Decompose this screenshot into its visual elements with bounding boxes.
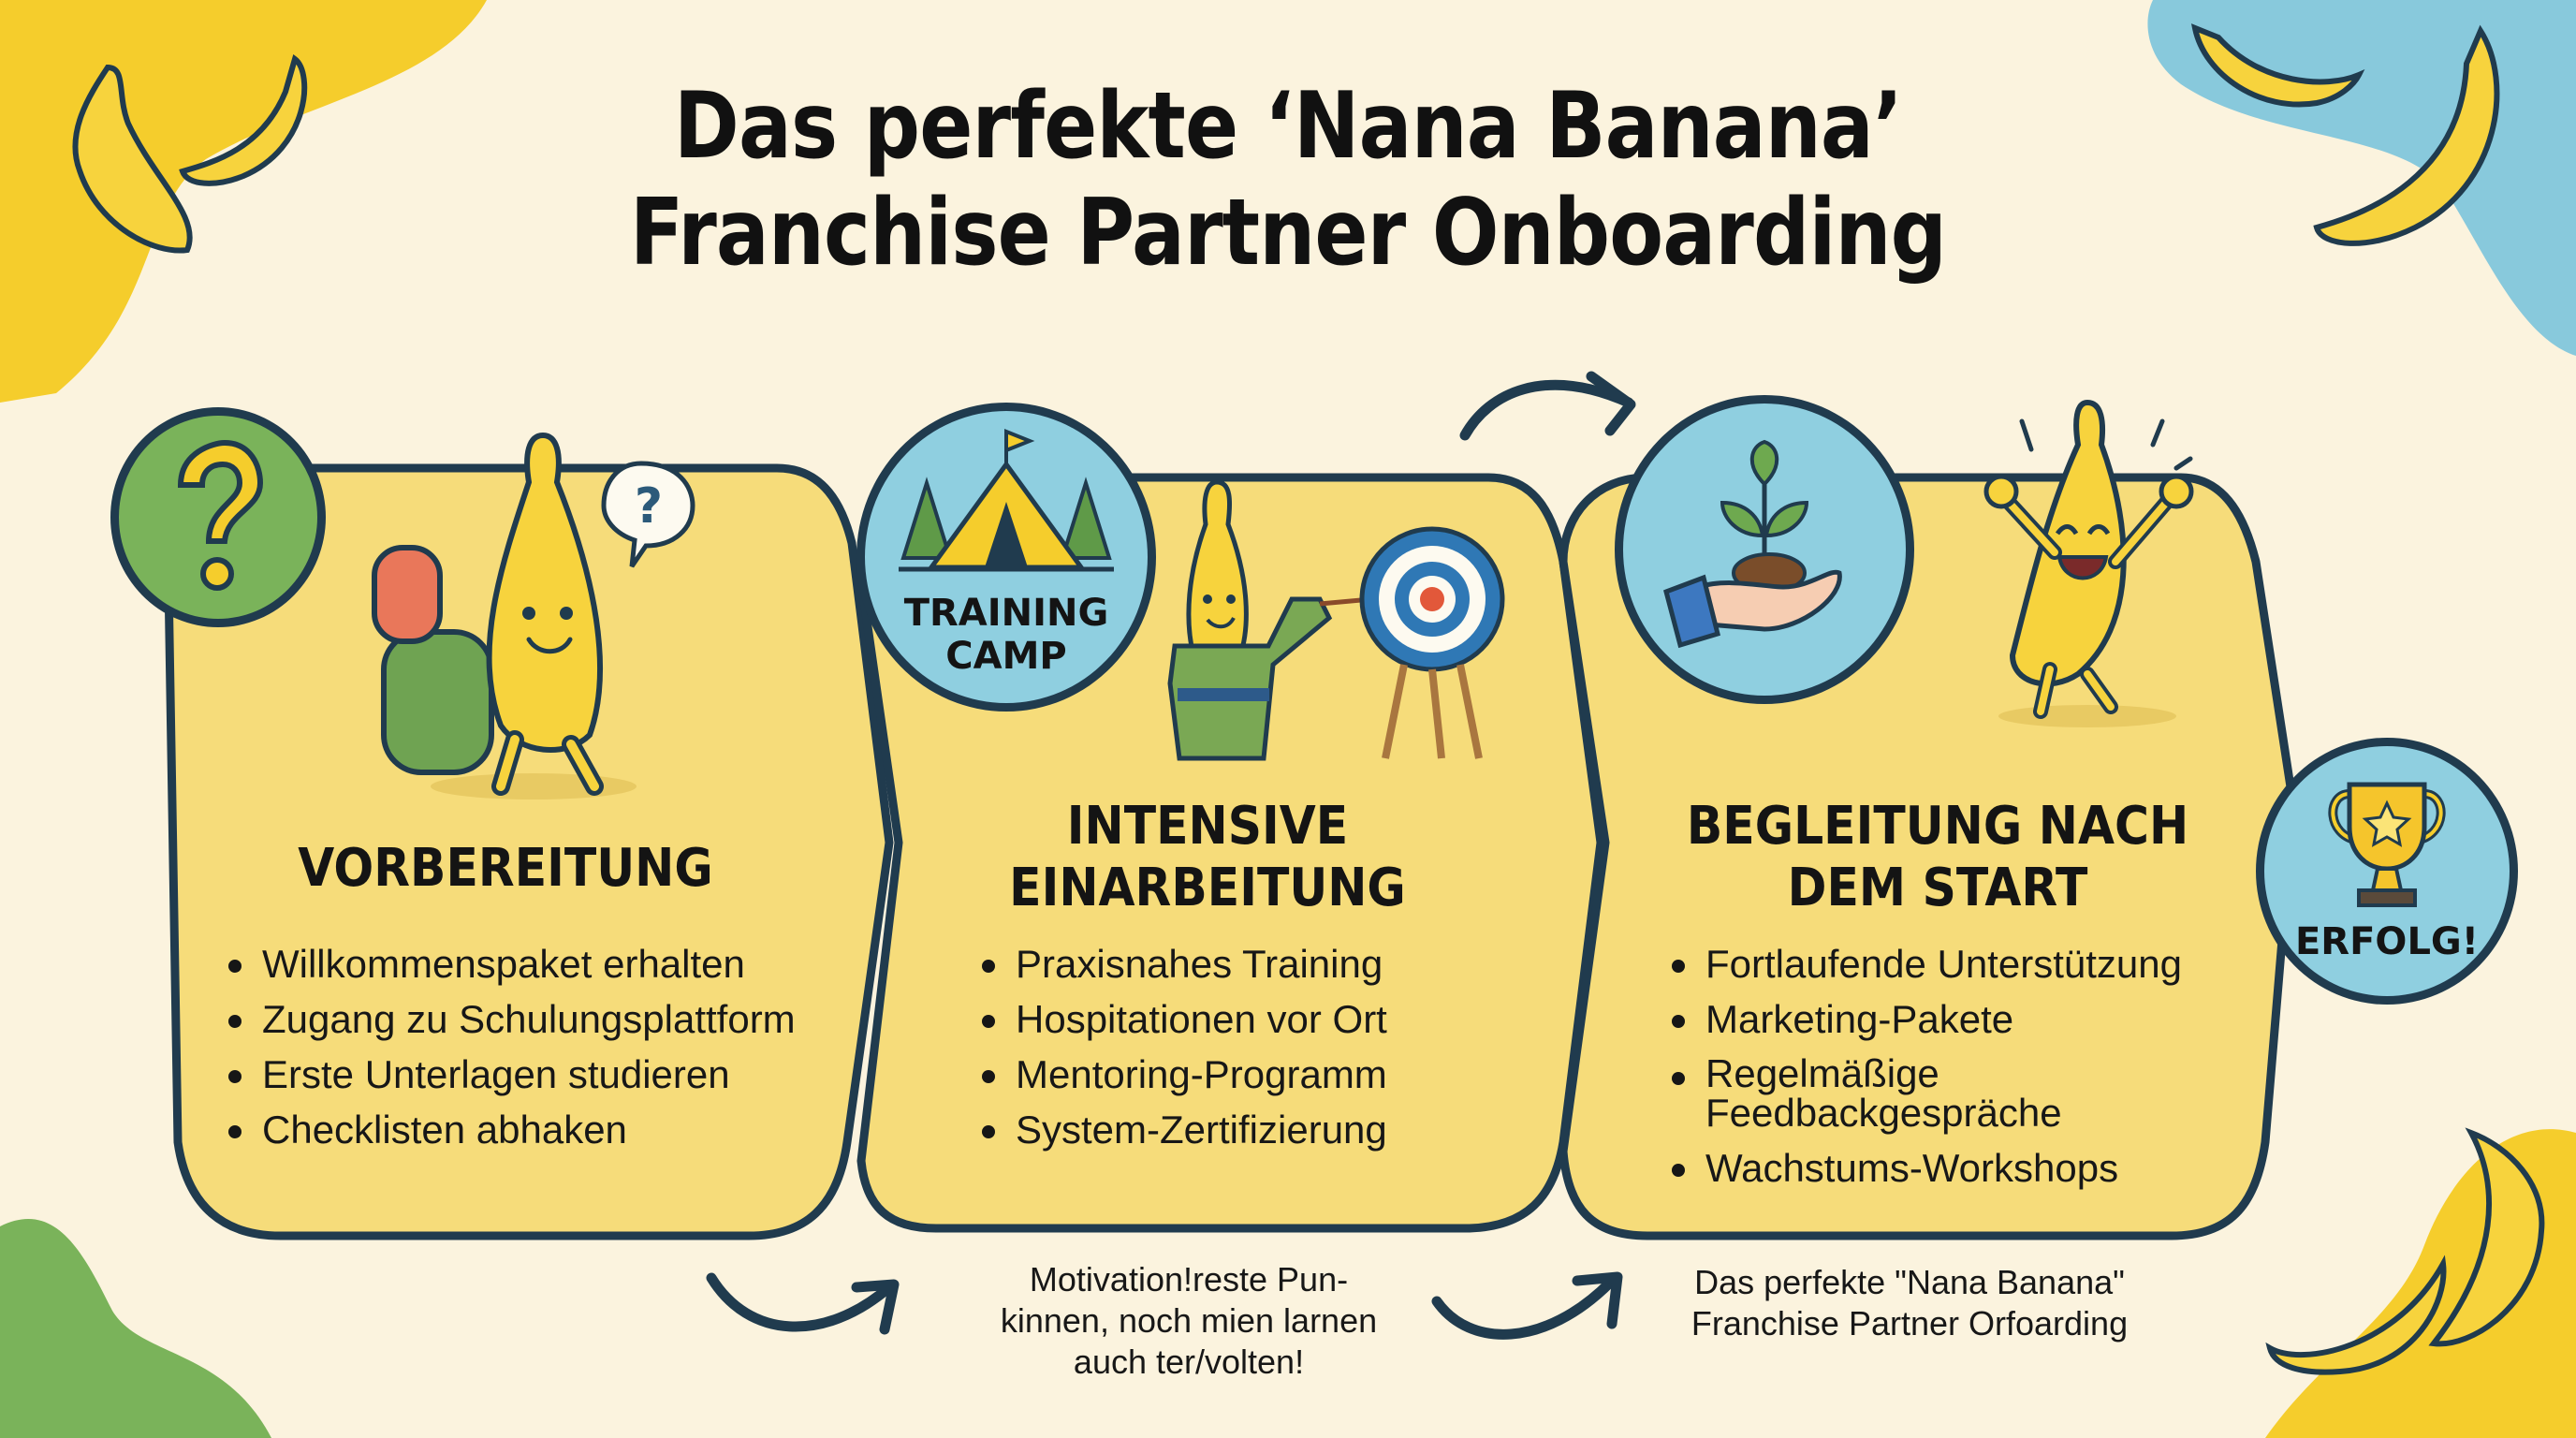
corner-blob-bottom-left	[0, 1219, 271, 1438]
step-list-begleitung: Fortlaufende Unterstützung Marketing-Pak…	[1668, 936, 2182, 1196]
hand-sprout-icon	[1663, 439, 1842, 649]
trophy-star-icon	[2328, 782, 2446, 907]
banana-karate-illustration	[1167, 479, 1505, 761]
title-line-2: Franchise Partner Onboarding	[629, 180, 1947, 286]
question-mark-badge	[110, 407, 326, 627]
step-list-einarbeitung: Praxisnahes Training Hospitationen vor O…	[978, 936, 1387, 1157]
step-heading-einarbeitung: INTENSIVE EINARBEITUNG	[1009, 796, 1406, 918]
banana-icon	[179, 53, 308, 186]
title-line-1: Das perfekte ‘Nana Banana’	[673, 73, 1903, 180]
list-item: Praxisnahes Training	[978, 936, 1387, 991]
training-camp-badge: TRAINING CAMP	[856, 403, 1156, 712]
banana-icon	[2313, 24, 2500, 246]
list-item: Fortlaufende Unterstützung	[1668, 936, 2182, 991]
step-list-vorbereitung: Willkommenspaket erhalten Zugang zu Schu…	[225, 936, 796, 1157]
step-heading-begleitung: BEGLEITUNG NACH DEM START	[1686, 796, 2189, 918]
list-item: Wachstums-Workshops	[1668, 1140, 2182, 1196]
list-item: Hospitationen vor Ort	[978, 991, 1387, 1047]
banana-cheering-illustration	[1983, 399, 2194, 727]
banana-icon	[2428, 1127, 2545, 1347]
arrow-top	[1459, 379, 1634, 441]
hand-sprout-badge	[1615, 395, 1914, 704]
banana-icon	[2190, 23, 2365, 108]
training-camp-label: TRAINING CAMP	[903, 592, 1109, 678]
banana-icon	[2265, 1255, 2447, 1375]
training-camp-tent-icon	[899, 429, 1114, 572]
list-item: Regelmäßige Feedbackgespräche	[1668, 1047, 2182, 1140]
list-item: Marketing-Pakete	[1668, 991, 2182, 1047]
arrow-bottom-right	[1431, 1277, 1616, 1340]
list-item: Erste Unterlagen studieren	[225, 1047, 796, 1102]
banana-icon	[72, 64, 193, 254]
page-title: Das perfekte ‘Nana Banana’ Franchise Par…	[181, 73, 2396, 286]
step-heading-vorbereitung: VORBEREITUNG	[298, 838, 713, 899]
list-item: Checklisten abhaken	[225, 1102, 796, 1157]
svg-text:?: ?	[635, 478, 663, 535]
banana-backpacker-illustration: ?	[372, 432, 695, 800]
list-item: Zugang zu Schulungsplattform	[225, 991, 796, 1047]
success-badge: ERFOLG!	[2256, 738, 2518, 1005]
success-label: ERFOLG!	[2294, 919, 2479, 963]
question-mark-icon	[177, 439, 264, 591]
list-item: System-Zertifizierung	[978, 1102, 1387, 1157]
list-item: Mentoring-Programm	[978, 1047, 1387, 1102]
list-item: Willkommenspaket erhalten	[225, 936, 796, 991]
caption-middle: Motivation!reste Pun- kinnen, noch mien …	[1000, 1260, 1378, 1381]
caption-right: Das perfekte "Nana Banana" Franchise Par…	[1690, 1263, 2129, 1343]
arrow-bottom-left	[706, 1272, 895, 1332]
